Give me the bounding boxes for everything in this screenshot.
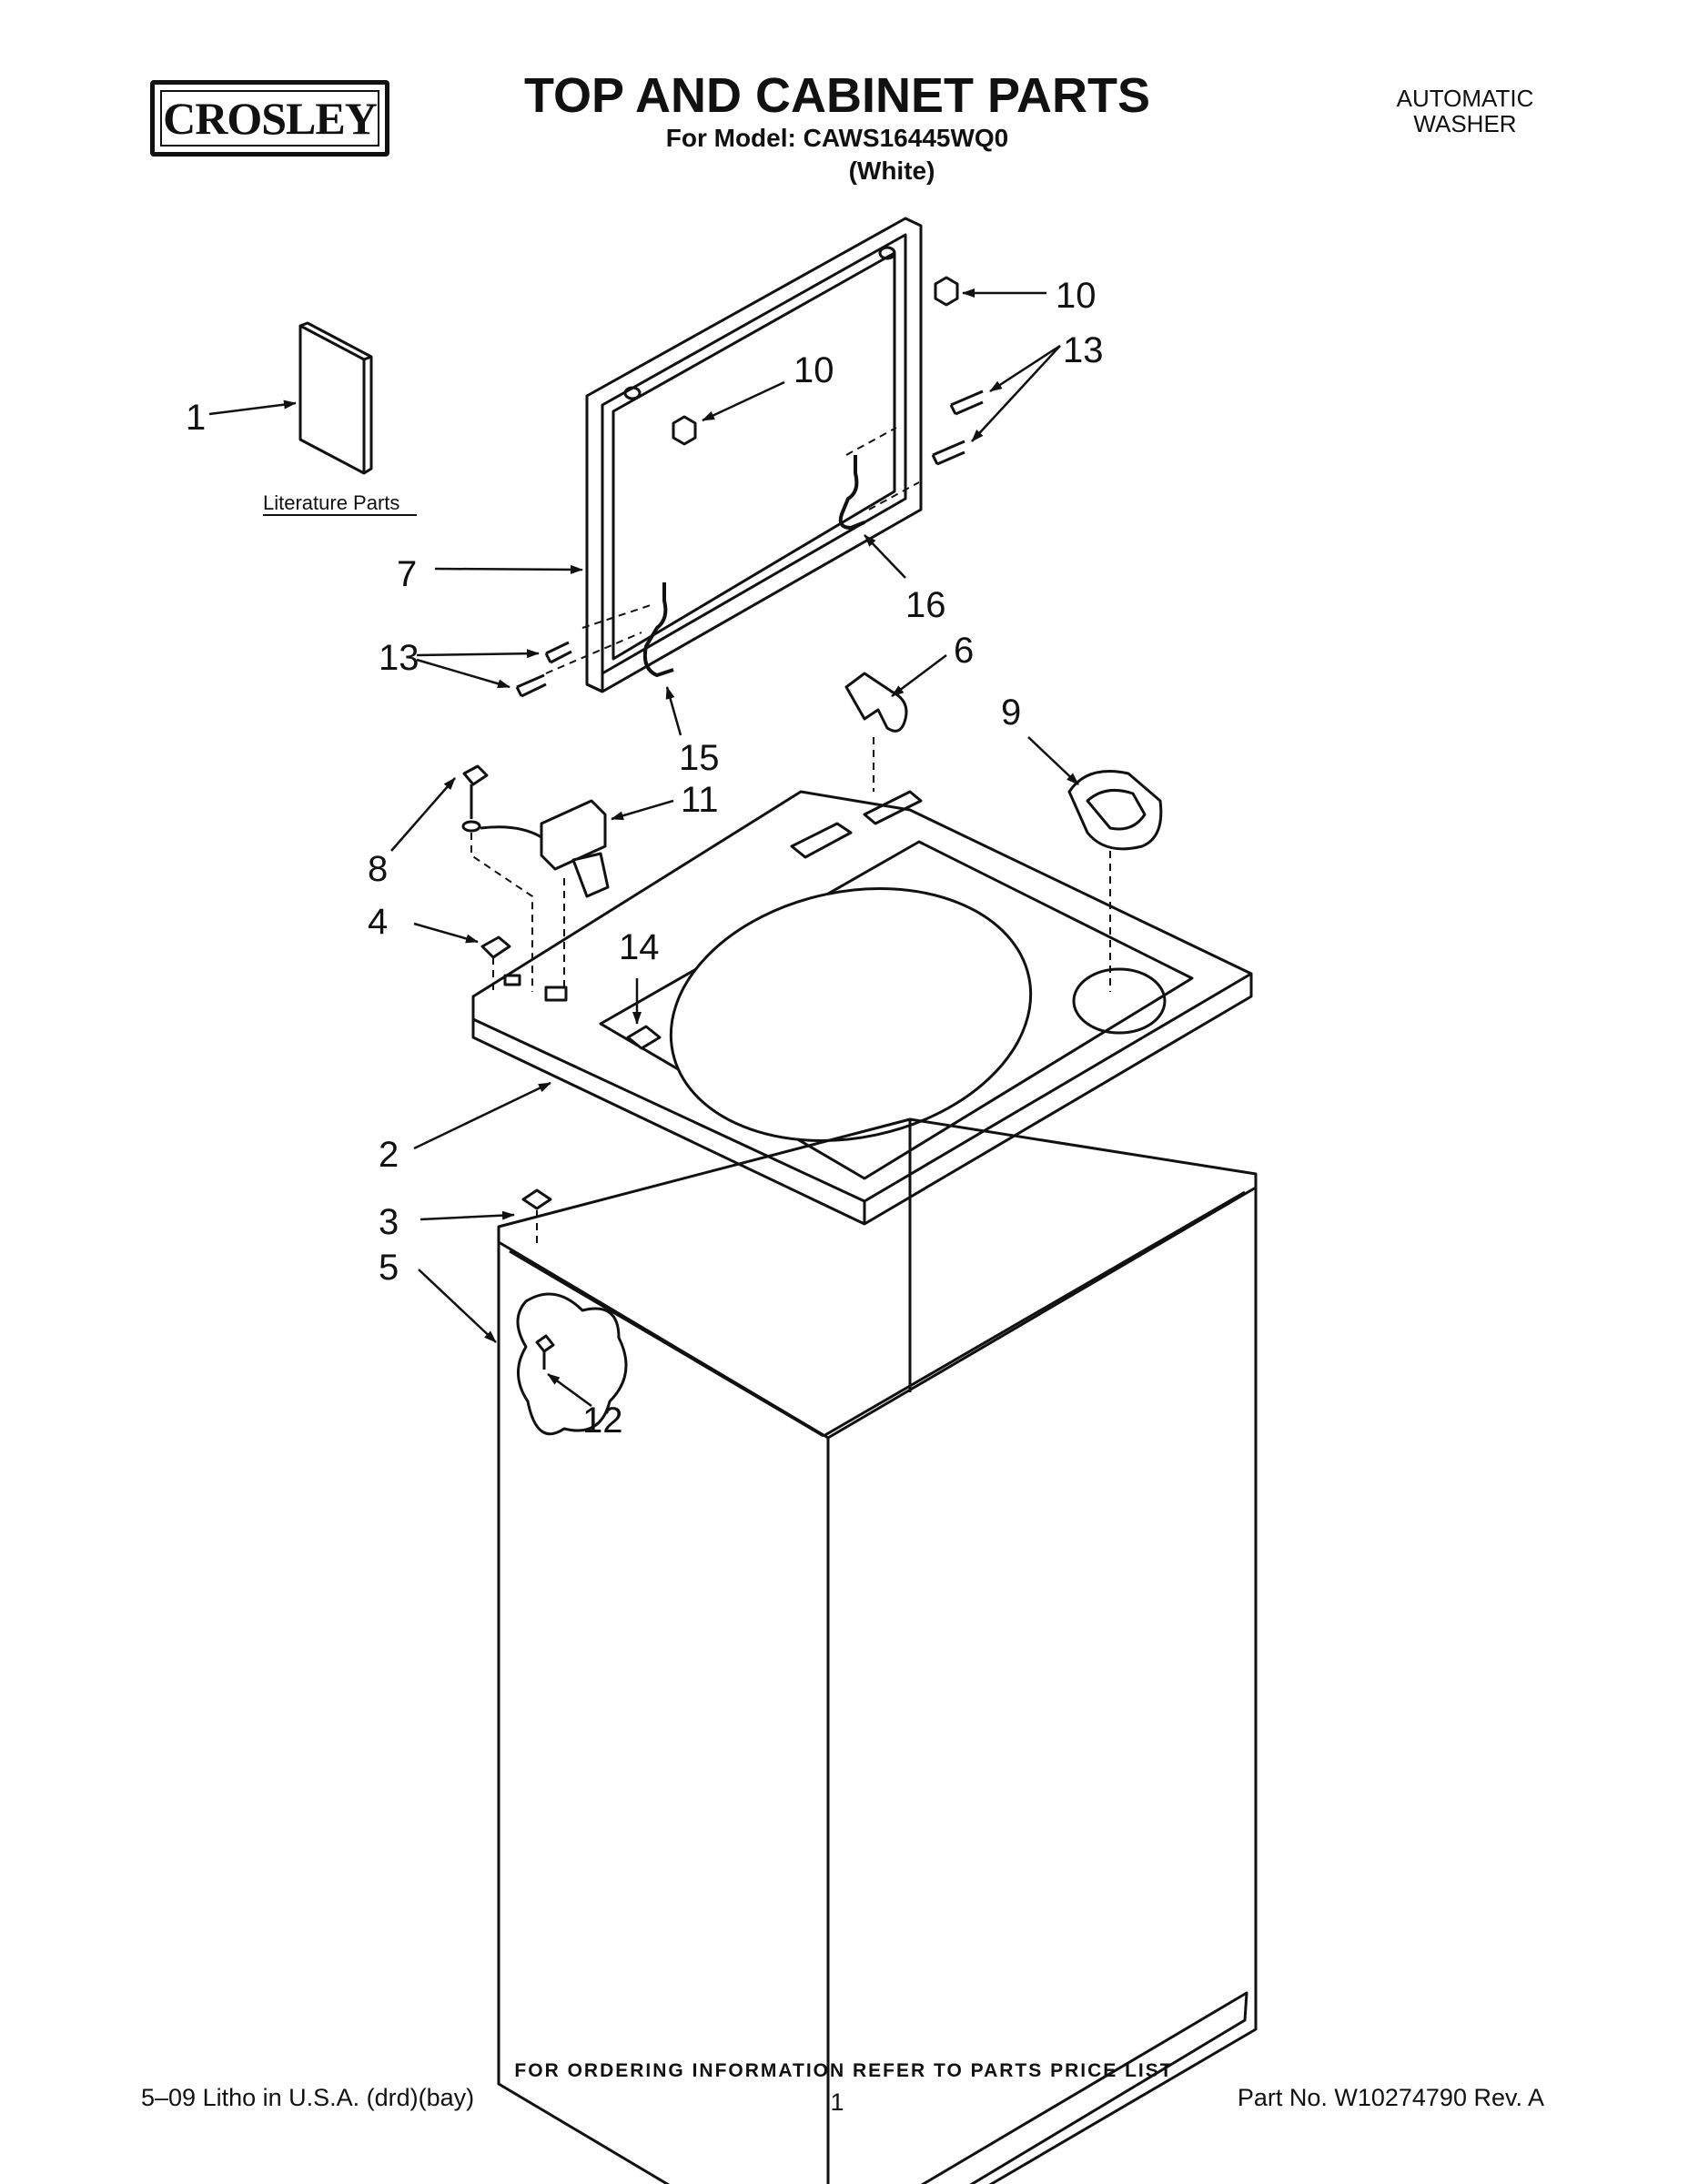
- document-type-line1: AUTOMATIC: [1396, 85, 1534, 112]
- lid: [585, 217, 923, 693]
- callout-8: 8: [368, 849, 388, 889]
- clip-4: [480, 935, 511, 959]
- callout-9: 9: [1001, 693, 1021, 733]
- callout-12: 12: [582, 1400, 623, 1441]
- logo-frame: [160, 90, 379, 147]
- leader-5: [418, 1269, 497, 1343]
- lid-bumper-left: [623, 386, 697, 446]
- bleach-dispenser: [1067, 770, 1163, 851]
- callout-7: 7: [397, 554, 417, 594]
- page-title: TOP AND CABINET PARTS: [523, 68, 1151, 123]
- leader-2: [413, 1081, 551, 1150]
- screws-right: [931, 389, 984, 466]
- callout-1: 1: [186, 398, 206, 438]
- brand-logo: CROSLEY: [150, 80, 389, 157]
- leader-16: [864, 534, 906, 579]
- ordering-info: FOR ORDERING INFORMATION REFER TO PARTS …: [514, 2060, 1174, 2081]
- callout-10-top: 10: [1056, 276, 1097, 316]
- litho-note: 5–09 Litho in U.S.A. (drd)(bay): [141, 2084, 475, 2111]
- switch-screw: [461, 764, 489, 833]
- brand-name: CROSLEY: [163, 93, 378, 144]
- clip-3: [521, 1188, 552, 1210]
- leader-12: [547, 1372, 592, 1408]
- color-line: (White): [848, 157, 935, 185]
- model-line: For Model: CAWS16445WQ0: [665, 124, 1009, 152]
- leader-13d: [416, 658, 510, 689]
- leader-11: [611, 799, 674, 821]
- lid-bumper-top: [878, 246, 959, 307]
- callout-13-right: 13: [1063, 330, 1104, 370]
- leader-9: [1027, 736, 1079, 785]
- page-number: 1: [830, 2088, 844, 2116]
- drain-valve: [626, 1025, 662, 1050]
- leader-3: [419, 1210, 515, 1221]
- hinge-rod-right: [838, 455, 865, 530]
- callout-4: 4: [368, 902, 388, 942]
- leader-15: [665, 686, 682, 736]
- callout-5: 5: [379, 1248, 399, 1288]
- leader-13b: [971, 345, 1061, 442]
- cabinet: [497, 1117, 1258, 2184]
- cabinet-screw: [535, 1334, 555, 1370]
- callout-10-left: 10: [793, 350, 834, 390]
- document-type: AUTOMATIC WASHER: [1365, 86, 1565, 136]
- top-panel: [471, 790, 1253, 1226]
- leader-6: [891, 654, 947, 697]
- callout-13-left: 13: [379, 638, 419, 678]
- literature-booklet: [298, 321, 373, 475]
- callout-15: 15: [679, 738, 720, 778]
- leader-7: [434, 564, 583, 574]
- lid-switch: [480, 799, 610, 898]
- callout-2: 2: [379, 1135, 399, 1175]
- document-type-line2: WASHER: [1413, 110, 1517, 137]
- part-number: Part No. W10274790 Rev. A: [1237, 2084, 1544, 2111]
- leader-1: [208, 399, 297, 416]
- callout-6: 6: [954, 631, 974, 671]
- leader-13c: [416, 649, 540, 659]
- literature-parts-label: Literature Parts: [263, 491, 399, 514]
- leader-10b: [702, 380, 785, 422]
- leader-4: [413, 922, 479, 944]
- callout-11: 11: [681, 780, 719, 820]
- callout-16: 16: [905, 585, 946, 625]
- leader-8: [390, 777, 456, 852]
- callout-14: 14: [619, 927, 660, 967]
- hinge-clip: [844, 672, 908, 733]
- screws-left: [515, 641, 572, 698]
- leader-13a: [989, 344, 1061, 393]
- callout-3: 3: [379, 1202, 399, 1242]
- hinge-rod-left: [642, 582, 674, 677]
